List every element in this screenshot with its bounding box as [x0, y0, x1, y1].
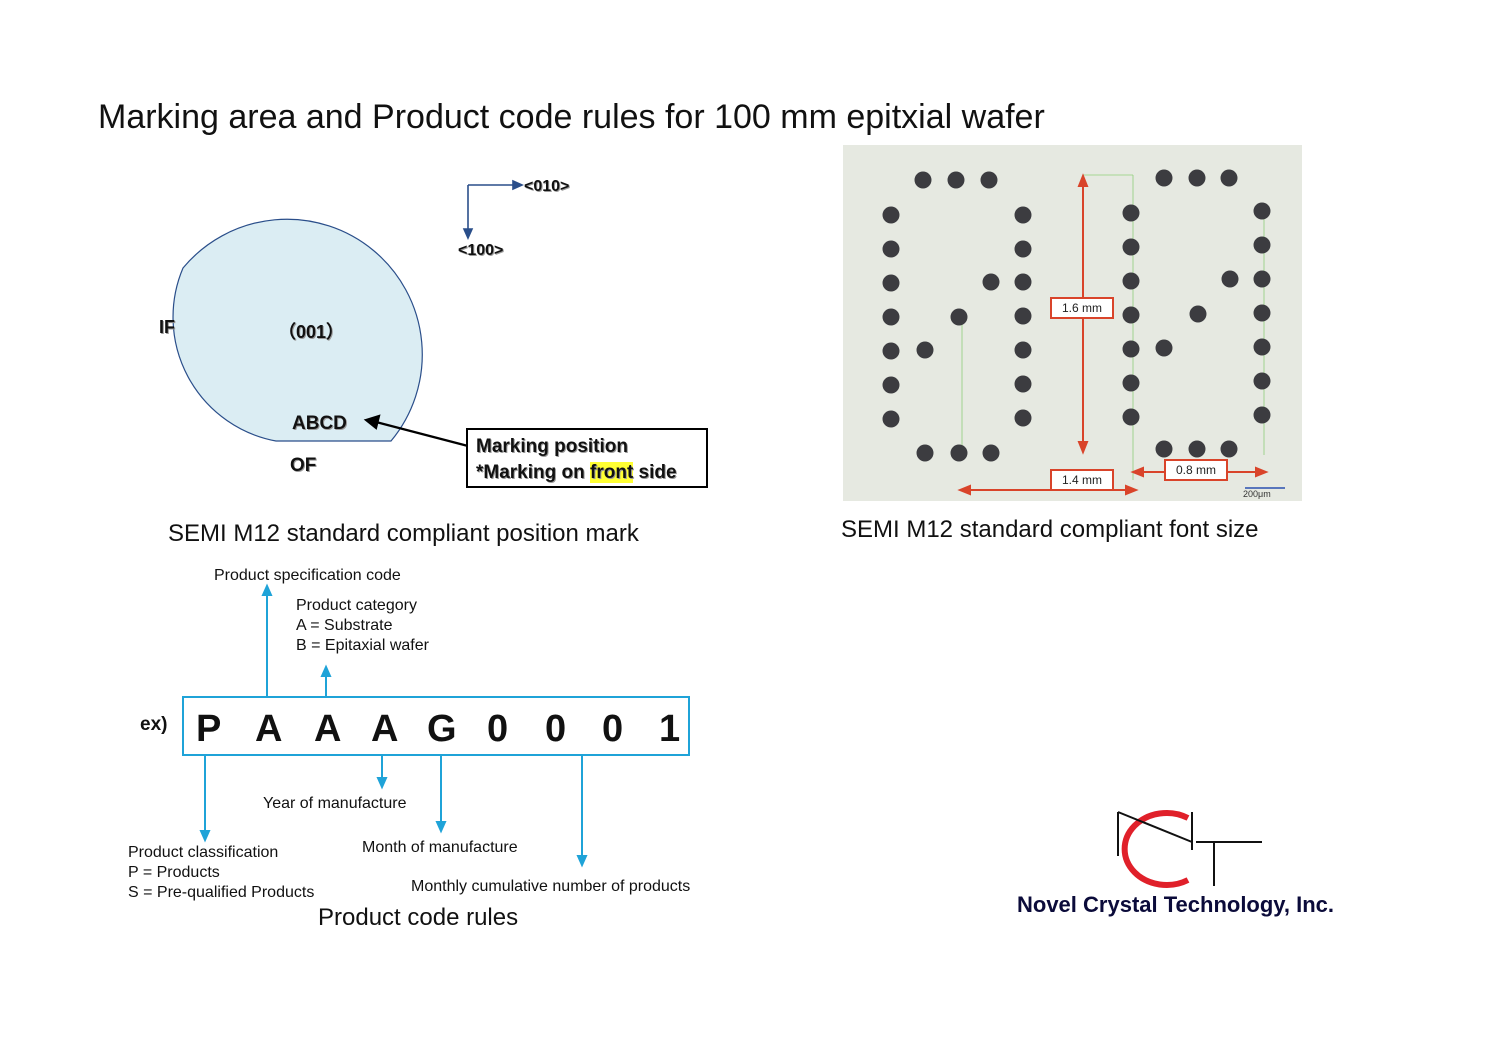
category-b: B = Epitaxial wafer — [296, 637, 429, 654]
code-char: A — [371, 708, 399, 750]
example-label: ex) — [140, 714, 168, 735]
marking-arrow — [363, 414, 469, 448]
code-char: A — [255, 708, 283, 750]
classification-s: S = Pre-qualified Products — [128, 884, 315, 901]
measure-arrows — [957, 173, 1269, 496]
width-measure-label: 1.4 mm — [1050, 469, 1114, 491]
marking-box-line2: *Marking on front side — [476, 462, 677, 484]
code-char: 0 — [487, 708, 509, 750]
dot-matrix-graphic — [843, 145, 1302, 501]
spec-code-label: Product specification code — [214, 567, 401, 584]
code-char: 0 — [602, 708, 624, 750]
code-char: 1 — [659, 708, 681, 750]
page-title: Marking area and Product code rules for … — [98, 98, 1045, 136]
cumulative-label: Monthly cumulative number of products — [411, 878, 691, 895]
classification-p: P = Products — [128, 864, 220, 881]
letter-right-dots — [1122, 169, 1271, 458]
axis-arrows — [462, 179, 524, 240]
month-label: Month of manufacture — [362, 839, 518, 856]
classification-title: Product classification — [128, 844, 279, 861]
code-arrows — [199, 583, 588, 868]
logo-n — [1117, 811, 1193, 856]
spacing-measure-label: 0.8 mm — [1164, 459, 1228, 481]
code-char: P — [196, 708, 222, 750]
font-size-photo: 1.6 mm 1.4 mm 0.8 mm 200μm — [843, 145, 1302, 501]
logo-t — [1196, 841, 1262, 886]
font-size-caption: SEMI M12 standard compliant font size — [841, 516, 1259, 543]
marking-box-suffix: side — [633, 462, 677, 483]
wafer-shape — [172, 218, 423, 442]
product-code-box: P A A A G 0 0 0 1 — [182, 696, 690, 756]
mark-text: ABCD — [292, 413, 347, 434]
logo-c-arc — [1121, 810, 1190, 888]
code-char: G — [427, 708, 457, 750]
height-measure-label: 1.6 mm — [1050, 297, 1114, 319]
marking-box-prefix: *Marking on — [476, 462, 591, 483]
code-char: A — [314, 708, 342, 750]
code-char: 0 — [545, 708, 567, 750]
product-code-caption: Product code rules — [318, 904, 519, 931]
year-label: Year of manufacture — [263, 795, 407, 812]
category-title: Product category — [296, 597, 417, 614]
plane-label: （001） — [278, 322, 345, 342]
direction-010-label: <010> — [524, 178, 570, 195]
letter-b-dots — [882, 171, 1032, 462]
scale-bar-label: 200μm — [1243, 489, 1271, 499]
company-name: Novel Crystal Technology, Inc. — [1017, 892, 1335, 917]
if-label: IF — [159, 317, 175, 337]
direction-100-label: <100> — [458, 242, 504, 259]
marking-position-box: Marking position *Marking on front side — [466, 428, 708, 488]
of-label: OF — [290, 455, 317, 476]
category-a: A = Substrate — [296, 617, 393, 634]
company-logo-mark — [1117, 810, 1262, 888]
position-mark-caption: SEMI M12 standard compliant position mar… — [168, 520, 639, 547]
marking-box-highlight: front — [590, 462, 634, 483]
wafer-diagram — [172, 179, 524, 448]
marking-box-line1: Marking position — [476, 436, 628, 457]
